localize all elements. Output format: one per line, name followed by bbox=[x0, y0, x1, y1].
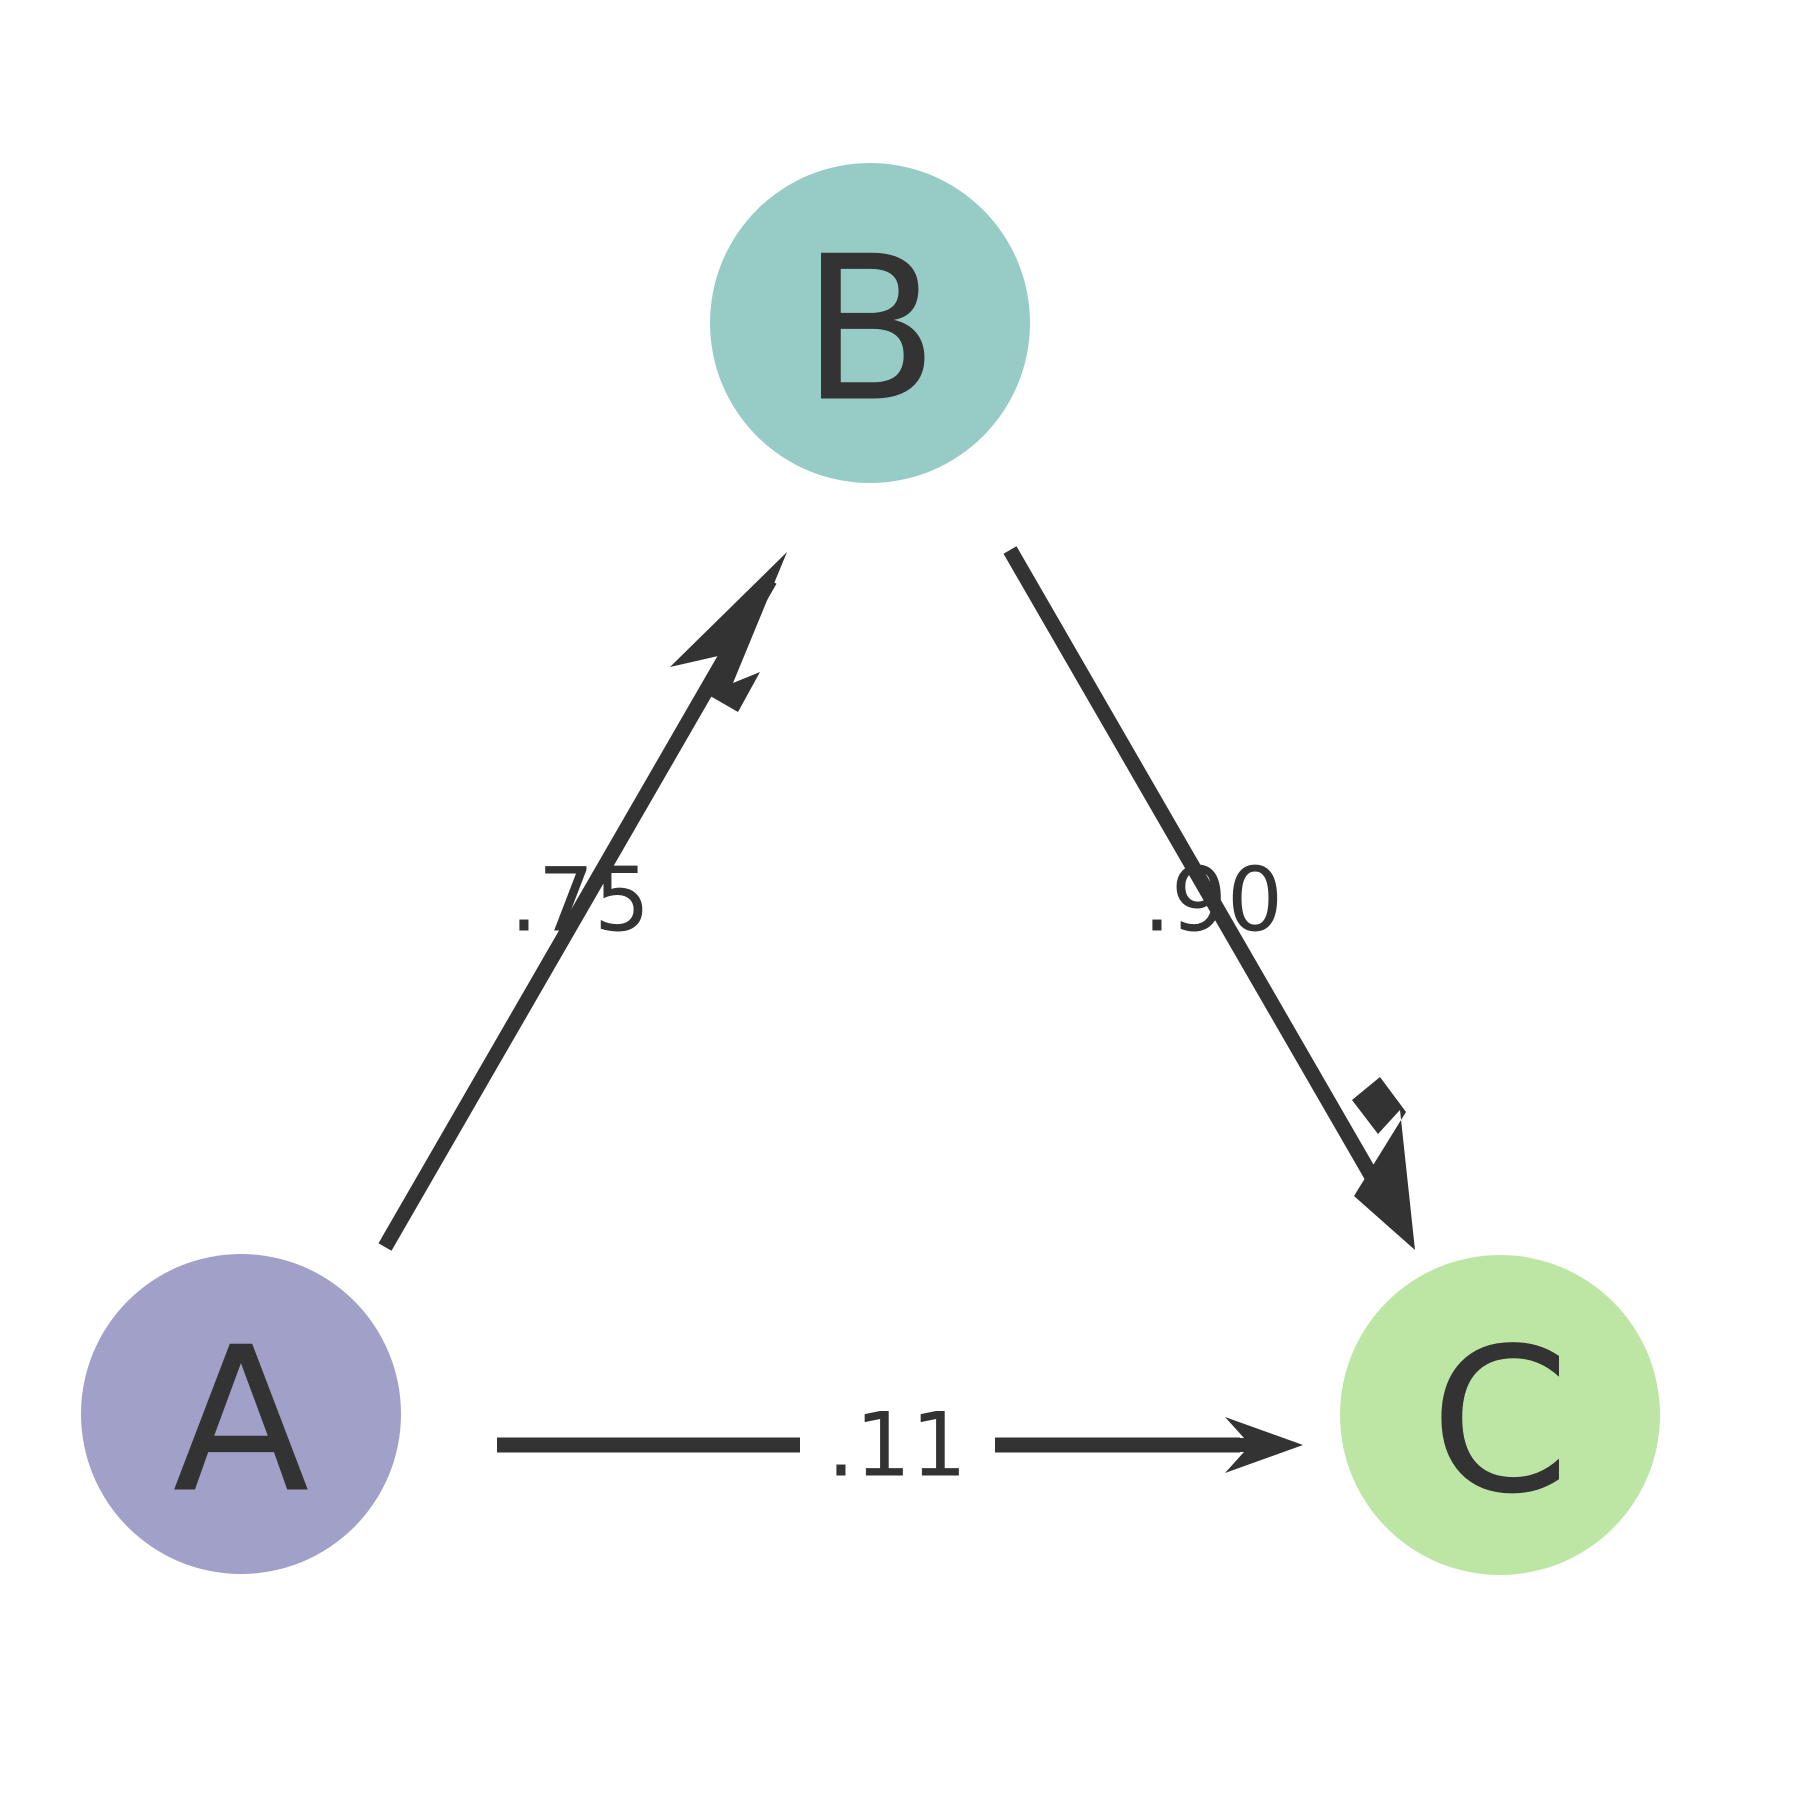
node-b[interactable]: B bbox=[710, 163, 1030, 483]
edge-a-to-c-label: .11 bbox=[827, 1394, 967, 1497]
node-a[interactable]: A bbox=[81, 1254, 401, 1574]
edge-b-to-c[interactable]: .90 bbox=[1003, 546, 1415, 1250]
edge-a-to-c[interactable]: .11 bbox=[497, 1394, 1303, 1497]
edge-a-to-b-arrowhead bbox=[670, 552, 787, 712]
node-c[interactable]: C bbox=[1340, 1255, 1660, 1575]
node-a-circle[interactable] bbox=[81, 1254, 401, 1574]
edge-b-to-c-label: .90 bbox=[1143, 849, 1283, 952]
node-b-circle[interactable] bbox=[710, 163, 1030, 483]
edge-a-to-b-line bbox=[378, 576, 777, 1251]
edge-b-to-c-line bbox=[1003, 546, 1405, 1226]
edge-a-to-b-label: .75 bbox=[510, 849, 650, 952]
edge-a-to-b[interactable]: .75 bbox=[378, 552, 787, 1251]
edge-a-to-c-arrowhead bbox=[1225, 1417, 1303, 1473]
edge-b-to-c-arrowhead bbox=[1352, 1077, 1415, 1250]
node-c-circle[interactable] bbox=[1340, 1255, 1660, 1575]
